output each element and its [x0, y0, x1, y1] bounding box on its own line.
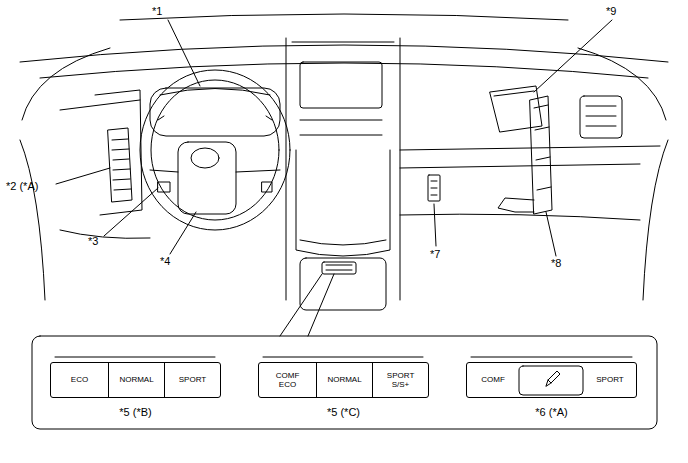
mode-button: SPORT: [584, 363, 636, 397]
button-label: COMF ECO: [276, 371, 300, 389]
mode-button: NORMAL: [108, 363, 164, 397]
mode-button: SPORT: [164, 363, 220, 397]
mode-button: COMF: [467, 363, 519, 397]
callout-number: *6 (*A): [467, 406, 636, 418]
button-label: NORMAL: [327, 375, 361, 384]
callout-number: *4: [160, 255, 170, 267]
button-label: SPORT S/S+: [387, 371, 414, 389]
callout-number: *2 (*A): [6, 180, 38, 192]
callout-number: *8: [551, 257, 561, 269]
callout-number: *3: [88, 235, 98, 247]
mode-button: ECO: [51, 363, 108, 397]
mode-button: NORMAL: [316, 363, 372, 397]
switch-panel: *6 (*A)COMFSPORT: [466, 362, 637, 398]
mode-button: COMF ECO: [259, 363, 316, 397]
callout-number: *7: [430, 248, 440, 260]
callout-number: *5 (*B): [51, 406, 220, 418]
callout-number: *9: [606, 5, 616, 17]
button-label: COMF: [481, 375, 505, 384]
mode-button: SPORT S/S+: [372, 363, 428, 397]
button-label: NORMAL: [119, 375, 153, 384]
switch-panel: *5 (*C)COMF ECONORMALSPORT S/S+: [258, 362, 429, 398]
callout-number: *5 (*C): [259, 406, 428, 418]
button-label: ECO: [71, 375, 88, 384]
button-label: SPORT: [179, 375, 206, 384]
button-label: SPORT: [596, 375, 623, 384]
switch-panel: *5 (*B)ECONORMALSPORT: [50, 362, 221, 398]
callout-number: *1: [152, 5, 162, 17]
